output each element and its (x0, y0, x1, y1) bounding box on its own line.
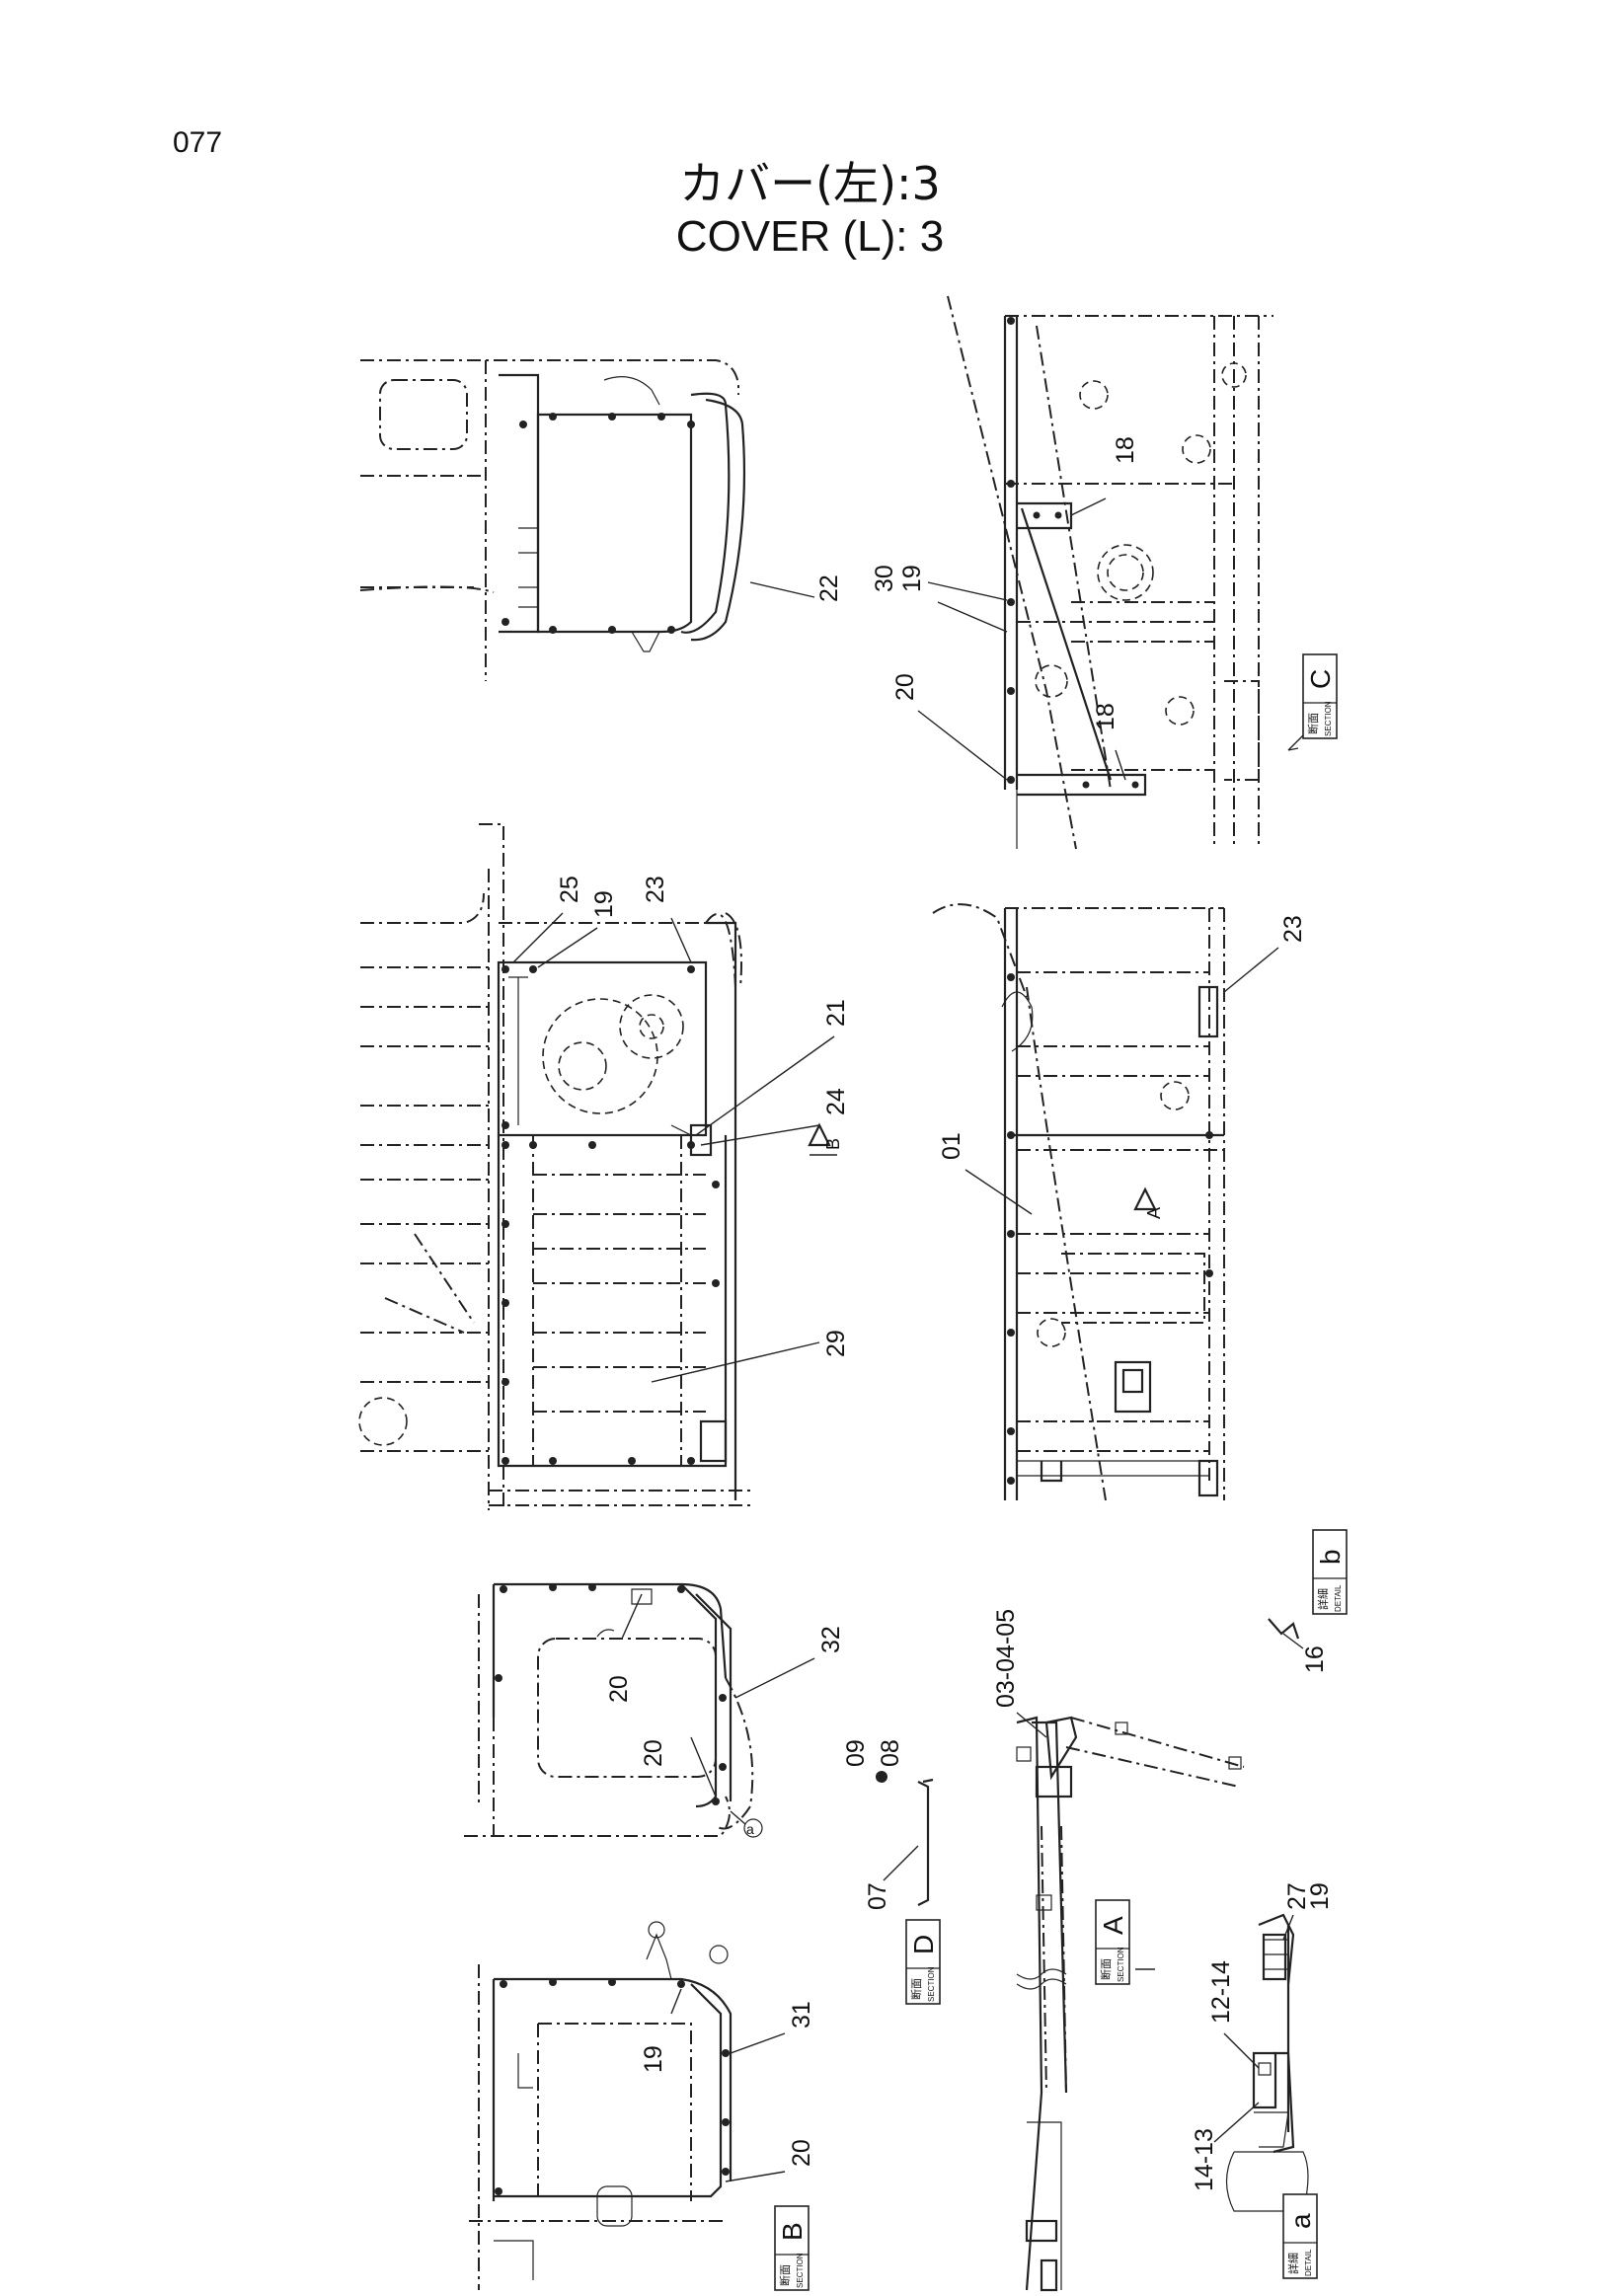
view-section-lower: 20 20 32 a (464, 1582, 845, 1838)
section-d-word: SECTION (927, 1966, 936, 2002)
title-japanese: カバー(左):3 (679, 157, 941, 210)
marker-a-circle: a (746, 1821, 754, 1837)
detail-b-kanji: 詳細 (1316, 1588, 1330, 1610)
part-label-31: 31 (788, 2001, 815, 2028)
detail-b-letter: b (1315, 1549, 1346, 1565)
part-label-19-side: 19 (898, 565, 926, 592)
part-label-18-upper: 18 (1112, 436, 1139, 464)
section-d-kanji: 断面 (909, 1978, 923, 2000)
section-b-kanji: 断面 (778, 2264, 792, 2286)
detail-a-kanji: 詳細 (1286, 2253, 1300, 2274)
view-frame-left: 25 19 23 21 24 29 B (358, 823, 850, 1510)
part-label-24: 24 (822, 1088, 850, 1115)
part-label-19-frame: 19 (590, 890, 618, 918)
part-label-19-detail: 19 (1306, 1882, 1334, 1910)
part-label-07: 07 (864, 1882, 891, 1910)
part-label-25: 25 (556, 876, 583, 903)
part-label-12-14: 12-14 (1207, 1960, 1235, 2024)
part-label-21: 21 (822, 999, 850, 1027)
section-b-letter: B (777, 2222, 808, 2241)
title-english: COVER (L): 3 (675, 212, 945, 261)
section-c-word: SECTION (1324, 701, 1333, 736)
section-a-tag: 断面 SECTION A (1095, 1899, 1130, 1985)
detail-b-tag: 詳細 DETAIL b (1312, 1529, 1348, 1615)
part-label-29: 29 (822, 1330, 850, 1357)
detail-a-tag: 詳細 DETAIL a (1282, 2193, 1318, 2279)
view-section-d: 09 08 07 断面 SECTION D (842, 1739, 941, 2005)
part-label-08: 08 (877, 1739, 904, 1767)
part-label-16: 16 (1301, 1645, 1329, 1673)
section-a-kanji: 断面 (1099, 1958, 1113, 1980)
view-cover-side: 18 30 19 20 18 断面 SECTION C (871, 295, 1338, 850)
section-b-tag: 断面 SECTION B (774, 2205, 810, 2291)
section-b-word: SECTION (796, 2253, 805, 2288)
view-section-a: 03-04-05 断面 SECTION A (992, 1609, 1245, 2292)
part-label-20-lower-a: 20 (605, 1675, 633, 1703)
part-label-01: 01 (938, 1132, 965, 1160)
detail-a-letter: a (1285, 2213, 1316, 2229)
part-label-27: 27 (1283, 1882, 1311, 1910)
part-label-14-13: 14-13 (1191, 2128, 1218, 2191)
part-label-18-lower: 18 (1092, 703, 1119, 730)
page-number: 077 (173, 126, 223, 159)
view-cover-panel: A 01 23 (932, 903, 1307, 1501)
section-d-letter: D (908, 1935, 939, 1954)
section-a-word: SECTION (1117, 1947, 1125, 1982)
section-a-letter: A (1098, 1916, 1128, 1935)
detail-a-word: DETAIL (1304, 2249, 1313, 2276)
view-detail-b: 詳細 DETAIL b 16 (1268, 1529, 1348, 1673)
part-label-20-lower-b: 20 (640, 1739, 667, 1767)
view-section-b: 19 31 20 断面 SECTION B (469, 1921, 815, 2291)
part-label-09: 09 (842, 1739, 870, 1767)
part-label-30: 30 (871, 565, 898, 592)
view-marker-a: A (1144, 1207, 1164, 1219)
section-d-tag: 断面 SECTION D (905, 1919, 941, 2005)
part-label-19-sectionb: 19 (640, 2045, 667, 2073)
part-label-23-frame: 23 (642, 876, 669, 903)
part-label-23-panel: 23 (1279, 915, 1307, 943)
view-marker-b: B (823, 1138, 843, 1150)
view-detail-a: 27 19 12-14 14-13 詳細 DETAIL a (1191, 1882, 1334, 2279)
part-label-03-04-05: 03-04-05 (992, 1609, 1020, 1708)
part-label-32: 32 (817, 1626, 845, 1653)
detail-b-word: DETAIL (1334, 1584, 1343, 1612)
part-label-20-sectionb: 20 (788, 2139, 815, 2167)
section-c-tag: 断面 SECTION C (1302, 653, 1338, 739)
part-label-20-side: 20 (891, 673, 919, 701)
view-cover-top: 22 (359, 359, 843, 681)
section-c-kanji: 断面 (1306, 713, 1320, 734)
part-label-22: 22 (815, 574, 843, 602)
section-c-letter: C (1305, 669, 1336, 689)
